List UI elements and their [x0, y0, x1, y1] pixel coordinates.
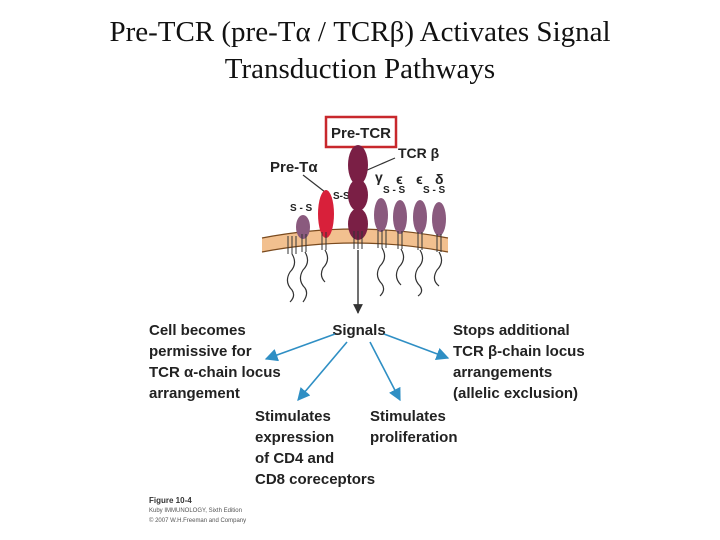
title-line-2: Transduction Pathways	[224, 53, 496, 85]
figure-number: Figure 10-4	[149, 496, 192, 505]
tcr-beta-label: TCR β	[398, 145, 440, 161]
title-line-1: Pre-TCR (pre-Tα / TCRβ) Activates Signal	[109, 16, 611, 48]
arrow-to-left-outcome	[264, 333, 336, 362]
figure-source: Kuby IMMUNOLOGY, Sixth Edition	[149, 508, 242, 514]
outcome-alpha-locus: Cell becomes permissive for TCR α-chain …	[149, 322, 281, 402]
transmembrane-segments	[287, 230, 442, 254]
cytoplasmic-tails	[286, 247, 443, 303]
figure-copyright: © 2007 W.H.Freeman and Company	[149, 518, 247, 524]
outcome-proliferation: Stimulates proliferation	[370, 408, 458, 446]
cd3-epsilon-chain-1	[393, 200, 407, 234]
pre-t-alpha-label: Pre-Tα	[270, 159, 318, 176]
pre-t-alpha-pointer	[302, 174, 326, 193]
disulfide-label-4: S - S	[423, 185, 446, 196]
outcome-allelic-exclusion: Stops additional TCR β-chain locus arran…	[453, 322, 585, 402]
cd3-gamma-chain	[374, 198, 388, 232]
arrow-to-bottom-right-outcome	[369, 341, 401, 402]
tcr-beta-domain-middle	[348, 179, 368, 211]
cd3-delta-chain	[432, 202, 446, 236]
outcome-coreceptor-expression: Stimulates expression of CD4 and CD8 cor…	[255, 408, 376, 488]
figure-caption: Figure 10-4 Kuby IMMUNOLOGY, Sixth Editi…	[149, 496, 246, 526]
disulfide-label-3: S - S	[383, 185, 406, 196]
arrow-to-right-outcome	[383, 333, 450, 360]
gamma-label: γ	[375, 169, 383, 185]
disulfide-label-1: S - S	[290, 203, 313, 214]
membrane-bottom-edge	[261, 242, 449, 253]
slide-title: Pre-TCR (pre-Tα / TCRβ) Activates Signal…	[0, 14, 720, 88]
cd3-epsilon-chain-2	[413, 200, 427, 234]
tcr-beta-domain-top	[348, 145, 368, 185]
pre-t-alpha-chain	[318, 190, 334, 238]
disulfide-label-2: S-S	[333, 191, 350, 202]
tcr-beta-pointer	[364, 157, 396, 172]
cd3-chain-left	[296, 215, 310, 239]
tcr-beta-domain-bottom	[348, 208, 368, 240]
signals-label: Signals	[332, 322, 385, 339]
pre-tcr-label: Pre-TCR	[331, 125, 391, 142]
epsilon-label-1: ϵ	[396, 171, 403, 187]
delta-label: δ	[435, 171, 444, 187]
epsilon-label-2: ϵ	[416, 171, 423, 187]
arrow-to-bottom-left-outcome	[297, 341, 348, 401]
